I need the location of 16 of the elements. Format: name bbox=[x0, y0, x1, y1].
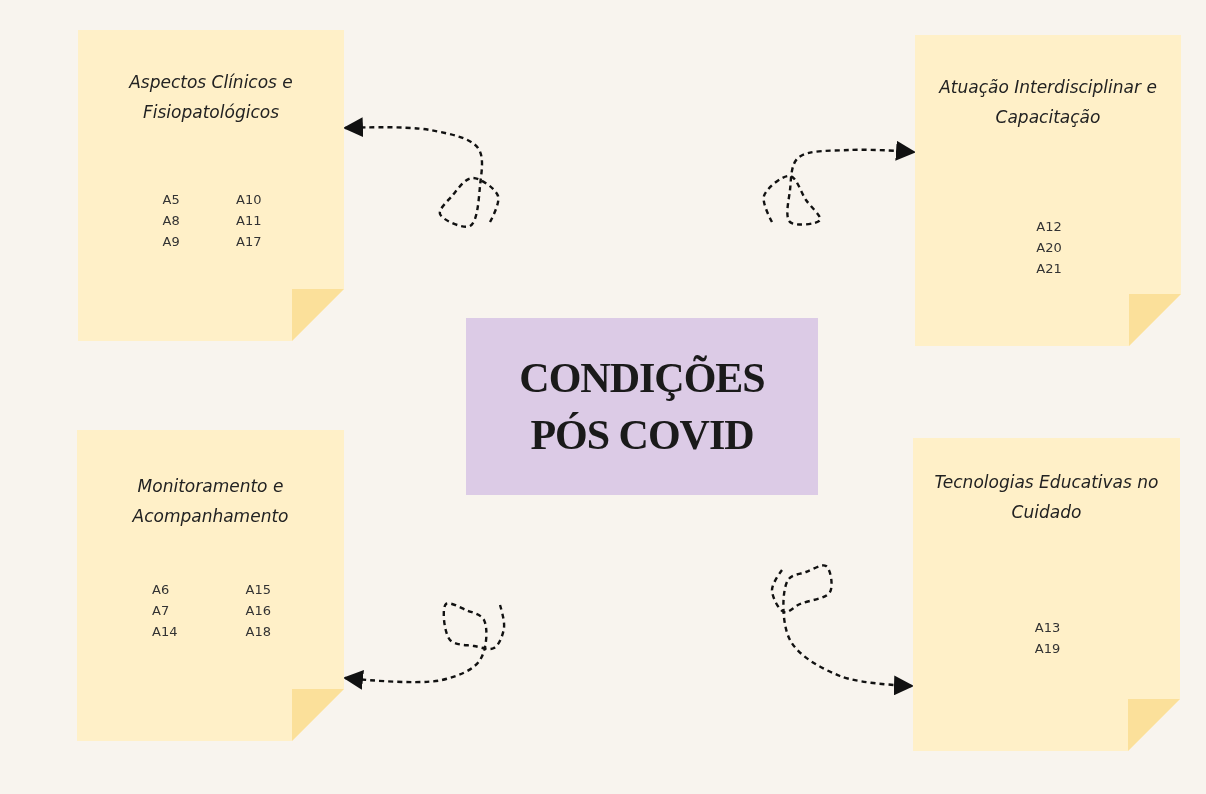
reference-list: A6 A7 A14 bbox=[152, 580, 176, 643]
curly-arrow bbox=[343, 117, 500, 228]
note-heading: Atuação Interdisciplinar e Capacitação bbox=[937, 76, 1158, 129]
title-text: CONDIÇÕES PÓS COVID bbox=[518, 353, 766, 460]
reference-list: A12 A20 A21 bbox=[1036, 217, 1060, 280]
reference-list: A5 A8 A9 bbox=[162, 190, 186, 253]
note-heading: Monitoramento e Acompanhamento bbox=[131, 475, 290, 528]
title-box bbox=[466, 318, 818, 495]
curly-arrow bbox=[762, 140, 916, 226]
reference-list: A15 A16 A18 bbox=[245, 580, 269, 643]
note-heading: Aspectos Clínicos e Fisiopatológicos bbox=[127, 71, 294, 124]
curly-arrow bbox=[343, 602, 506, 690]
reference-list: A13 A19 bbox=[1034, 618, 1059, 660]
reference-list: A10 A11 A17 bbox=[236, 190, 260, 253]
note-heading: Tecnologias Educativas no Cuidado bbox=[933, 471, 1160, 524]
curly-arrow bbox=[770, 564, 914, 696]
